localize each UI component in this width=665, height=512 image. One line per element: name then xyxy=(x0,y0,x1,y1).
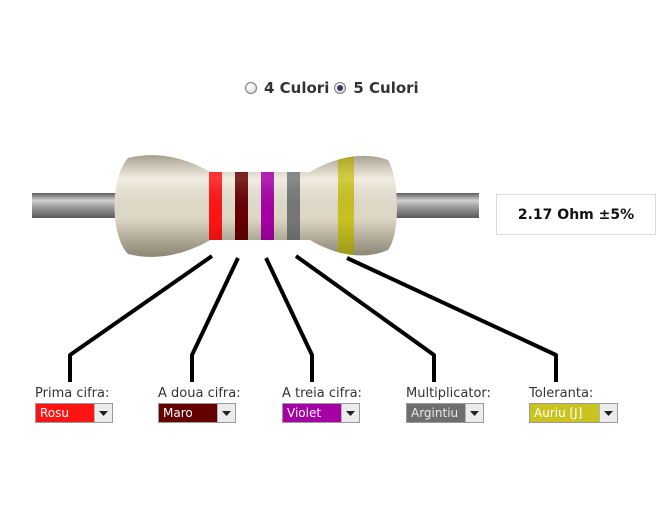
radio-4-culori-label[interactable]: 4 Culori xyxy=(264,79,330,97)
prima-cifra-label: Prima cifra: xyxy=(35,386,110,401)
a-doua-cifra-select[interactable]: Maro xyxy=(158,403,236,423)
leader-line-3 xyxy=(264,257,314,382)
band-control-prima-cifra: Prima cifra: Rosu xyxy=(35,386,113,423)
toleranta-select[interactable]: Auriu [J] xyxy=(529,403,618,423)
toleranta-label: Toleranta: xyxy=(529,386,594,401)
band-control-a-treia-cifra: A treia cifra: Violet xyxy=(282,386,362,423)
leader-line-2 xyxy=(190,257,240,382)
radio-5-culori[interactable] xyxy=(334,82,347,94)
dropdown-arrow-icon[interactable] xyxy=(341,404,359,422)
leader-line-4 xyxy=(294,254,436,382)
dropdown-arrow-icon[interactable] xyxy=(217,404,235,422)
multiplicator-select[interactable]: Argintiu xyxy=(406,403,484,423)
band-control-multiplicator: Multiplicator: Argintiu xyxy=(406,386,491,423)
band-control-toleranta: Toleranta: Auriu [J] xyxy=(529,386,618,423)
radio-5-culori-label[interactable]: 5 Culori xyxy=(353,79,419,97)
leader-line-5 xyxy=(346,256,558,382)
band-control-a-doua-cifra: A doua cifra: Maro xyxy=(158,386,241,423)
a-doua-cifra-value: Maro xyxy=(159,404,217,422)
resistance-result: 2.17 Ohm ±5% xyxy=(496,194,656,235)
resistor-body-shading xyxy=(114,155,397,257)
color-count-selector: 4 Culori 5 Culori xyxy=(245,77,424,99)
a-treia-cifra-value: Violet xyxy=(283,404,341,422)
toleranta-value: Auriu [J] xyxy=(530,404,599,422)
resistor-left-lead xyxy=(32,193,122,218)
dropdown-arrow-icon[interactable] xyxy=(94,404,112,422)
multiplicator-label: Multiplicator: xyxy=(406,386,491,401)
dropdown-arrow-icon[interactable] xyxy=(599,404,617,422)
radio-4-culori[interactable] xyxy=(245,82,257,94)
prima-cifra-select[interactable]: Rosu xyxy=(35,403,113,423)
a-treia-cifra-label: A treia cifra: xyxy=(282,386,362,401)
dropdown-arrow-icon[interactable] xyxy=(465,404,483,422)
leader-line-1 xyxy=(68,254,214,382)
a-doua-cifra-label: A doua cifra: xyxy=(158,386,241,401)
multiplicator-value: Argintiu xyxy=(407,404,465,422)
resistor-right-lead xyxy=(392,193,479,218)
a-treia-cifra-select[interactable]: Violet xyxy=(282,403,360,423)
prima-cifra-value: Rosu xyxy=(36,404,94,422)
